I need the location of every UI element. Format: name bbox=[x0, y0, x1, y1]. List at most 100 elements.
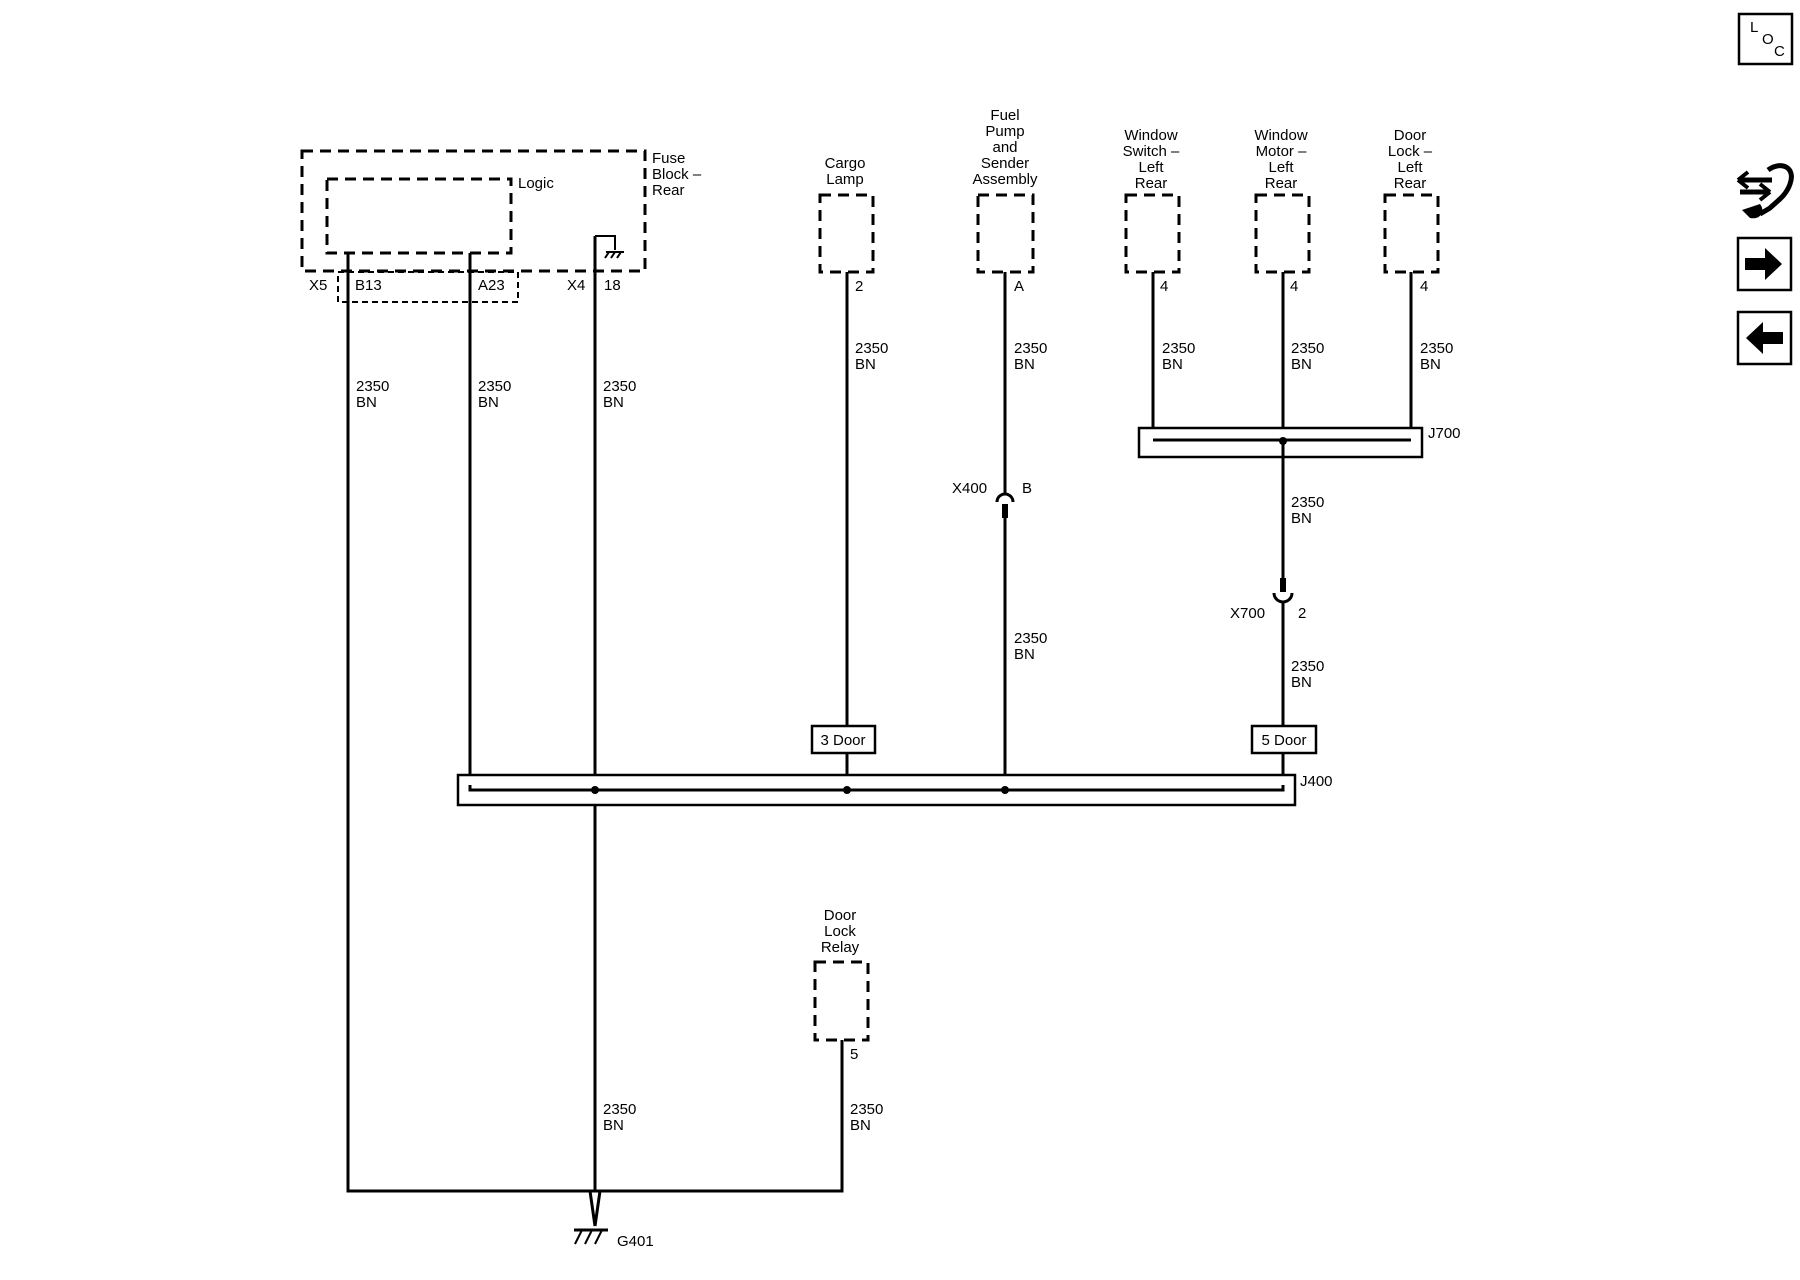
window-motor-label-2: Motor – bbox=[1256, 143, 1308, 160]
option-3-door-label: 3 Door bbox=[820, 732, 865, 749]
wire-relay-color: BN bbox=[850, 1117, 871, 1134]
wire-j700-x700: 2350 BN bbox=[1280, 441, 1324, 592]
fuel-pump-pin: A bbox=[1014, 278, 1024, 295]
relay-label-2: Lock bbox=[824, 923, 856, 940]
wire-cargo-lamp: 2350 BN bbox=[845, 272, 888, 726]
window-switch-pin: 4 bbox=[1160, 278, 1168, 295]
wire-x700-circuit: 2350 bbox=[1291, 658, 1324, 675]
wire-18-color: BN bbox=[603, 394, 624, 411]
wire-cargo-color: BN bbox=[855, 356, 876, 373]
option-5-door: 5 Door bbox=[1250, 724, 1318, 785]
window-switch-label-4: Rear bbox=[1135, 175, 1168, 192]
wire-fuel-lower-circuit: 2350 bbox=[1014, 630, 1047, 647]
wire-x4-18-ground: 2350 BN 2350 BN bbox=[588, 250, 636, 1227]
wire-a23-circuit: 2350 bbox=[478, 378, 511, 395]
ground-g401: G401 bbox=[574, 1228, 654, 1250]
loc-letter-c: C bbox=[1774, 43, 1785, 60]
wire-relay-circuit: 2350 bbox=[850, 1101, 883, 1118]
splice-j700-label: J700 bbox=[1428, 425, 1461, 442]
wire-ws-circuit: 2350 bbox=[1162, 340, 1195, 357]
wire-18-circuit: 2350 bbox=[603, 378, 636, 395]
wire-window-motor: 2350 BN bbox=[1281, 272, 1324, 440]
logic-label: Logic bbox=[518, 175, 554, 192]
wire-j700-circuit: 2350 bbox=[1291, 494, 1324, 511]
arrow-right-icon bbox=[1745, 248, 1782, 280]
ground-g401-label: G401 bbox=[617, 1233, 654, 1250]
pin-a23: A23 bbox=[478, 277, 505, 294]
wire-ground-color: BN bbox=[603, 1117, 624, 1134]
window-switch-left-rear: Window Switch – Left Rear 4 bbox=[1123, 127, 1181, 295]
wire-b13-circuit: 2350 bbox=[356, 378, 389, 395]
option-3-door: 3 Door bbox=[810, 724, 877, 790]
wire-fuel-upper-color: BN bbox=[1014, 356, 1035, 373]
wire-a23-color: BN bbox=[478, 394, 499, 411]
window-motor-label-1: Window bbox=[1254, 127, 1308, 144]
wire-cargo-circuit: 2350 bbox=[855, 340, 888, 357]
connector-x5: X5 bbox=[309, 277, 327, 294]
fuse-block-rear: Fuse Block – Rear Logic X5 B13 A23 X4 18 bbox=[300, 149, 702, 303]
door-lock-relay: Door Lock Relay 5 2350 BN bbox=[813, 907, 883, 1134]
fuel-pump-label-1: Fuel bbox=[990, 107, 1019, 124]
next-page-button[interactable] bbox=[1736, 236, 1793, 292]
wire-dl-color: BN bbox=[1420, 356, 1441, 373]
connector-x4: X4 bbox=[567, 277, 585, 294]
window-motor-left-rear: Window Motor – Left Rear 4 bbox=[1254, 127, 1311, 295]
door-lock-left-rear: Door Lock – Left Rear 4 bbox=[1383, 127, 1440, 295]
pin-18: 18 bbox=[604, 277, 621, 294]
wire-wm-color: BN bbox=[1291, 356, 1312, 373]
wire-dl-circuit: 2350 bbox=[1420, 340, 1453, 357]
connector-x400-pin: B bbox=[1022, 480, 1032, 497]
fuse-block-label-1: Fuse bbox=[652, 150, 685, 167]
cargo-lamp-pin: 2 bbox=[855, 278, 863, 295]
fuse-block-label-3: Rear bbox=[652, 182, 685, 199]
door-lock-pin: 4 bbox=[1420, 278, 1428, 295]
wire-b13-color: BN bbox=[356, 394, 377, 411]
splice-j400-label: J400 bbox=[1300, 773, 1333, 790]
wire-wm-circuit: 2350 bbox=[1291, 340, 1324, 357]
relay-pin: 5 bbox=[850, 1046, 858, 1063]
window-motor-label-4: Rear bbox=[1265, 175, 1298, 192]
internal-ground-icon bbox=[593, 235, 624, 259]
wire-window-switch: 2350 BN bbox=[1151, 272, 1195, 440]
splice-j400: J400 bbox=[456, 773, 1333, 807]
wire-fuel-lower-color: BN bbox=[1014, 646, 1035, 663]
fuel-pump-label-4: Sender bbox=[981, 155, 1029, 172]
connector-x700-label: X700 bbox=[1230, 605, 1265, 622]
wire-fuel-pump: 2350 BN 2350 BN bbox=[1003, 272, 1047, 790]
cargo-lamp-label-1: Cargo bbox=[825, 155, 866, 172]
door-lock-label-4: Rear bbox=[1394, 175, 1427, 192]
previous-page-button[interactable] bbox=[1736, 310, 1793, 366]
connector-x400-label: X400 bbox=[952, 480, 987, 497]
loc-letter-l: L bbox=[1750, 19, 1758, 36]
loc-letter-o: O bbox=[1762, 31, 1774, 48]
connector-x400: X400 B bbox=[952, 480, 1032, 518]
fuel-pump-label-3: and bbox=[992, 139, 1017, 156]
door-lock-label-3: Left bbox=[1397, 159, 1423, 176]
connector-x700-pin: 2 bbox=[1298, 605, 1306, 622]
wire-door-lock: 2350 BN bbox=[1409, 272, 1453, 440]
option-5-door-label: 5 Door bbox=[1261, 732, 1306, 749]
relay-label-1: Door bbox=[824, 907, 857, 924]
loc-button[interactable]: L O C bbox=[1737, 12, 1794, 66]
wire-x700-5door: 2350 BN bbox=[1281, 602, 1324, 726]
connector-wrench-icon bbox=[1736, 163, 1794, 219]
cargo-lamp-label-2: Lamp bbox=[826, 171, 864, 188]
wire-x700-color: BN bbox=[1291, 674, 1312, 691]
fuel-pump-label-2: Pump bbox=[985, 123, 1024, 140]
door-lock-label-1: Door bbox=[1394, 127, 1427, 144]
window-switch-label-2: Switch – bbox=[1123, 143, 1180, 160]
window-motor-label-3: Left bbox=[1268, 159, 1294, 176]
fuse-block-label-2: Block – bbox=[652, 166, 702, 183]
window-switch-label-1: Window bbox=[1124, 127, 1178, 144]
window-switch-label-3: Left bbox=[1138, 159, 1164, 176]
fuel-pump-label-5: Assembly bbox=[972, 171, 1038, 188]
wire-ws-color: BN bbox=[1162, 356, 1183, 373]
relay-label-3: Relay bbox=[821, 939, 860, 956]
wire-ground-circuit: 2350 bbox=[603, 1101, 636, 1118]
connector-view-button[interactable] bbox=[1736, 163, 1794, 219]
door-lock-label-2: Lock – bbox=[1388, 143, 1433, 160]
wire-a23: 2350 BN bbox=[468, 253, 511, 785]
splice-j700: J700 bbox=[1137, 425, 1461, 459]
fuel-pump-sender: Fuel Pump and Sender Assembly A bbox=[972, 107, 1038, 295]
